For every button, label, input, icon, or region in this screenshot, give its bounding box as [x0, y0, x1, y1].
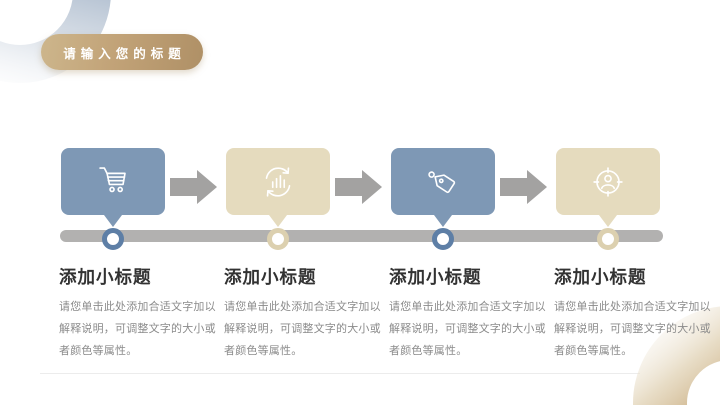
step-bubble-4 — [556, 148, 660, 227]
timeline-node-1 — [102, 228, 124, 250]
bubble-pointer — [599, 215, 617, 227]
step-subtitle-3[interactable]: 添加小标题 — [389, 267, 482, 287]
step-bubble-3 — [391, 148, 495, 227]
bubble-pointer — [269, 215, 287, 227]
timeline-node-3 — [432, 228, 454, 250]
timeline-node-4 — [597, 228, 619, 250]
step-body-2[interactable]: 请您单击此处添加合适文字加以解释说明，可调整文字的大小或者颜色等属性。 — [224, 301, 381, 357]
step-subtitle-2[interactable]: 添加小标题 — [224, 267, 317, 287]
arrow-right-icon — [170, 170, 217, 204]
step-body-4[interactable]: 请您单击此处添加合适文字加以解释说明，可调整文字的大小或者颜色等属性。 — [554, 301, 711, 357]
arrow-right-icon — [500, 170, 547, 204]
bubble-pointer — [104, 215, 122, 227]
bottom-divider-line — [40, 373, 640, 374]
bubble-pointer — [434, 215, 452, 227]
step-body-3[interactable]: 请您单击此处添加合适文字加以解释说明，可调整文字的大小或者颜色等属性。 — [389, 301, 546, 357]
target-user-icon — [593, 166, 623, 197]
step-bubble-2 — [226, 148, 330, 227]
arrow-right-icon — [335, 170, 382, 204]
timeline-node-2 — [267, 228, 289, 250]
step-body-1[interactable]: 请您单击此处添加合适文字加以解释说明，可调整文字的大小或者颜色等属性。 — [59, 301, 216, 357]
slide-title-placeholder[interactable]: 请输入您的标题 — [41, 34, 203, 70]
shopping-cart-icon — [99, 166, 126, 192]
price-tag-icon — [428, 170, 456, 193]
sync-chart-icon — [265, 166, 291, 197]
slide-title-text: 请输入您的标题 — [63, 46, 186, 61]
timeline-bar — [60, 230, 663, 242]
step-bubble-1 — [61, 148, 165, 227]
step-subtitle-4[interactable]: 添加小标题 — [554, 267, 647, 287]
step-subtitle-1[interactable]: 添加小标题 — [59, 267, 152, 287]
